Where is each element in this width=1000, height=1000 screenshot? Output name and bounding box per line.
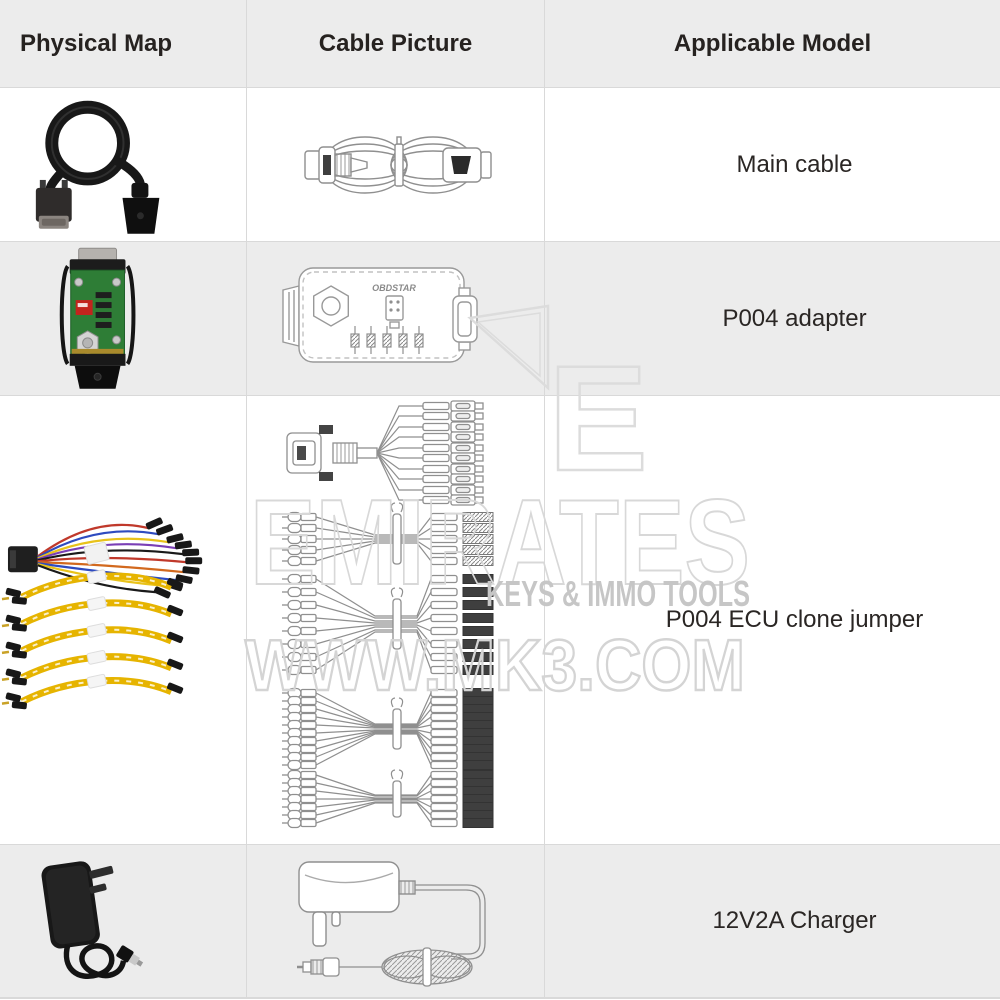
p004-adapter-label: P004 adapter [722, 304, 867, 332]
charger-model-cell: 12V2A Charger [545, 845, 1000, 998]
main-cable-drawing-cell [247, 88, 545, 242]
jumper-model-cell: P004 ECU clone jumper [545, 396, 1000, 845]
jumper-drawing-cell [247, 396, 545, 845]
jumper-drawing-7wire [315, 774, 432, 824]
header-applicable-model-label: Applicable Model [673, 29, 872, 57]
adapter-model-cell: P004 adapter [545, 242, 1000, 396]
jumper-drawing-5wire [315, 516, 432, 562]
main-cable-photo [35, 100, 160, 234]
adapter-brand-label: OBDSTAR [372, 283, 416, 293]
adapter-photo-cell [0, 242, 247, 396]
header-applicable-model: Applicable Model [545, 0, 1000, 88]
charger-label: 12V2A Charger [712, 907, 877, 934]
ecu-jumper-photo [1, 517, 203, 710]
jumper-photo-cell [0, 396, 247, 845]
jumper-drawing-fanout [376, 405, 423, 501]
main-cable-drawing [304, 136, 492, 194]
p004-adapter-photo [59, 247, 136, 389]
header-physical-map-label: Physical Map [20, 29, 173, 57]
charger-drawing [297, 861, 486, 987]
jumper-drawing-10wire [315, 692, 432, 766]
main-cable-model-cell: Main cable [545, 88, 1000, 242]
header-cable-picture: Cable Picture [247, 0, 545, 88]
charger-photo-cell [0, 845, 247, 998]
main-cable-label: Main cable [736, 150, 853, 178]
charger-drawing-cell [247, 845, 545, 998]
yellow-jumper-cables [1, 569, 184, 710]
jumper-drawing-8wire [315, 578, 432, 671]
header-cable-picture-label: Cable Picture [318, 29, 473, 57]
main-cable-photo-cell [0, 88, 247, 242]
p004-adapter-drawing: OBDSTAR [282, 267, 478, 363]
ecu-clone-jumper-label: P004 ECU clone jumper [665, 606, 924, 633]
header-physical-map: Physical Map [0, 0, 247, 88]
charger-photo [41, 861, 144, 979]
adapter-drawing-cell: OBDSTAR [247, 242, 545, 396]
ecu-jumper-drawings [281, 400, 494, 829]
